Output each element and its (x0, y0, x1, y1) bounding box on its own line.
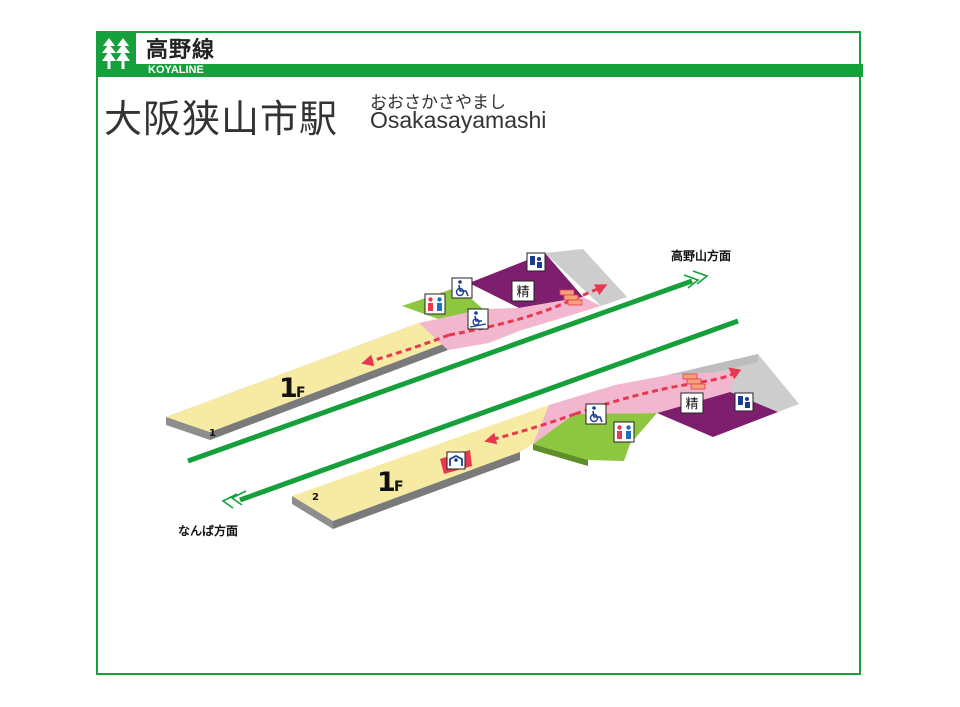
ticket-machine-icon-upper (526, 252, 546, 272)
fare-adjustment-icon-lower: 精 (680, 392, 704, 414)
platform-1 (166, 323, 448, 440)
ticket-gate-upper-icon (559, 289, 583, 306)
platform-1-surface (166, 323, 448, 432)
direction-south-arrow-icon (221, 490, 247, 509)
concourse-upper (419, 297, 601, 350)
platform-1-number: 1 (209, 428, 216, 439)
platform-2-number: 2 (312, 492, 319, 503)
fare-adjustment-icon-upper: 精 (511, 280, 535, 302)
platform-1-floor-label: 1 (279, 373, 298, 404)
station-roman-name: Ōsakasayamashi (370, 107, 547, 133)
ticket-gate-lower-icon (682, 373, 706, 390)
wheelchair-icon-lower (585, 403, 607, 425)
toilet-icon-upper (424, 293, 446, 315)
route-arrow-platform-2 (484, 412, 576, 445)
route-arrow-platform-1 (361, 333, 450, 367)
header-bar (96, 64, 863, 77)
platform-2-floor-label: 1 (377, 467, 396, 498)
line-name: 高野線 (146, 38, 216, 63)
route-arrow-lower-exit (574, 367, 742, 416)
wheelchair-icon-upper (451, 277, 473, 299)
platform-1-floor-suffix: F (296, 385, 306, 401)
direction-south-label: なんば方面 (178, 523, 238, 538)
toilet-icon-lower (613, 421, 635, 443)
platform-2-floor-suffix: F (394, 479, 404, 495)
concourse-lower (510, 371, 736, 454)
station-name: 大阪狭山市駅 (104, 97, 339, 141)
direction-north-label: 高野山方面 (671, 248, 731, 263)
waiting-shelter-icon (440, 450, 472, 474)
track-lower (239, 318, 739, 503)
tree-logo-icon (96, 31, 136, 77)
direction-north-arrow-icon (683, 270, 709, 289)
line-roman-name: KOYALINE (148, 64, 204, 76)
station-kana: おおさかさやまし (370, 93, 506, 113)
map-frame (96, 31, 861, 675)
track-upper (187, 278, 693, 464)
accessible-ramp-icon-upper (467, 308, 489, 330)
ticket-machine-icon-lower (734, 392, 754, 412)
svg-text:精: 精 (685, 397, 698, 412)
svg-text:精: 精 (516, 285, 529, 300)
